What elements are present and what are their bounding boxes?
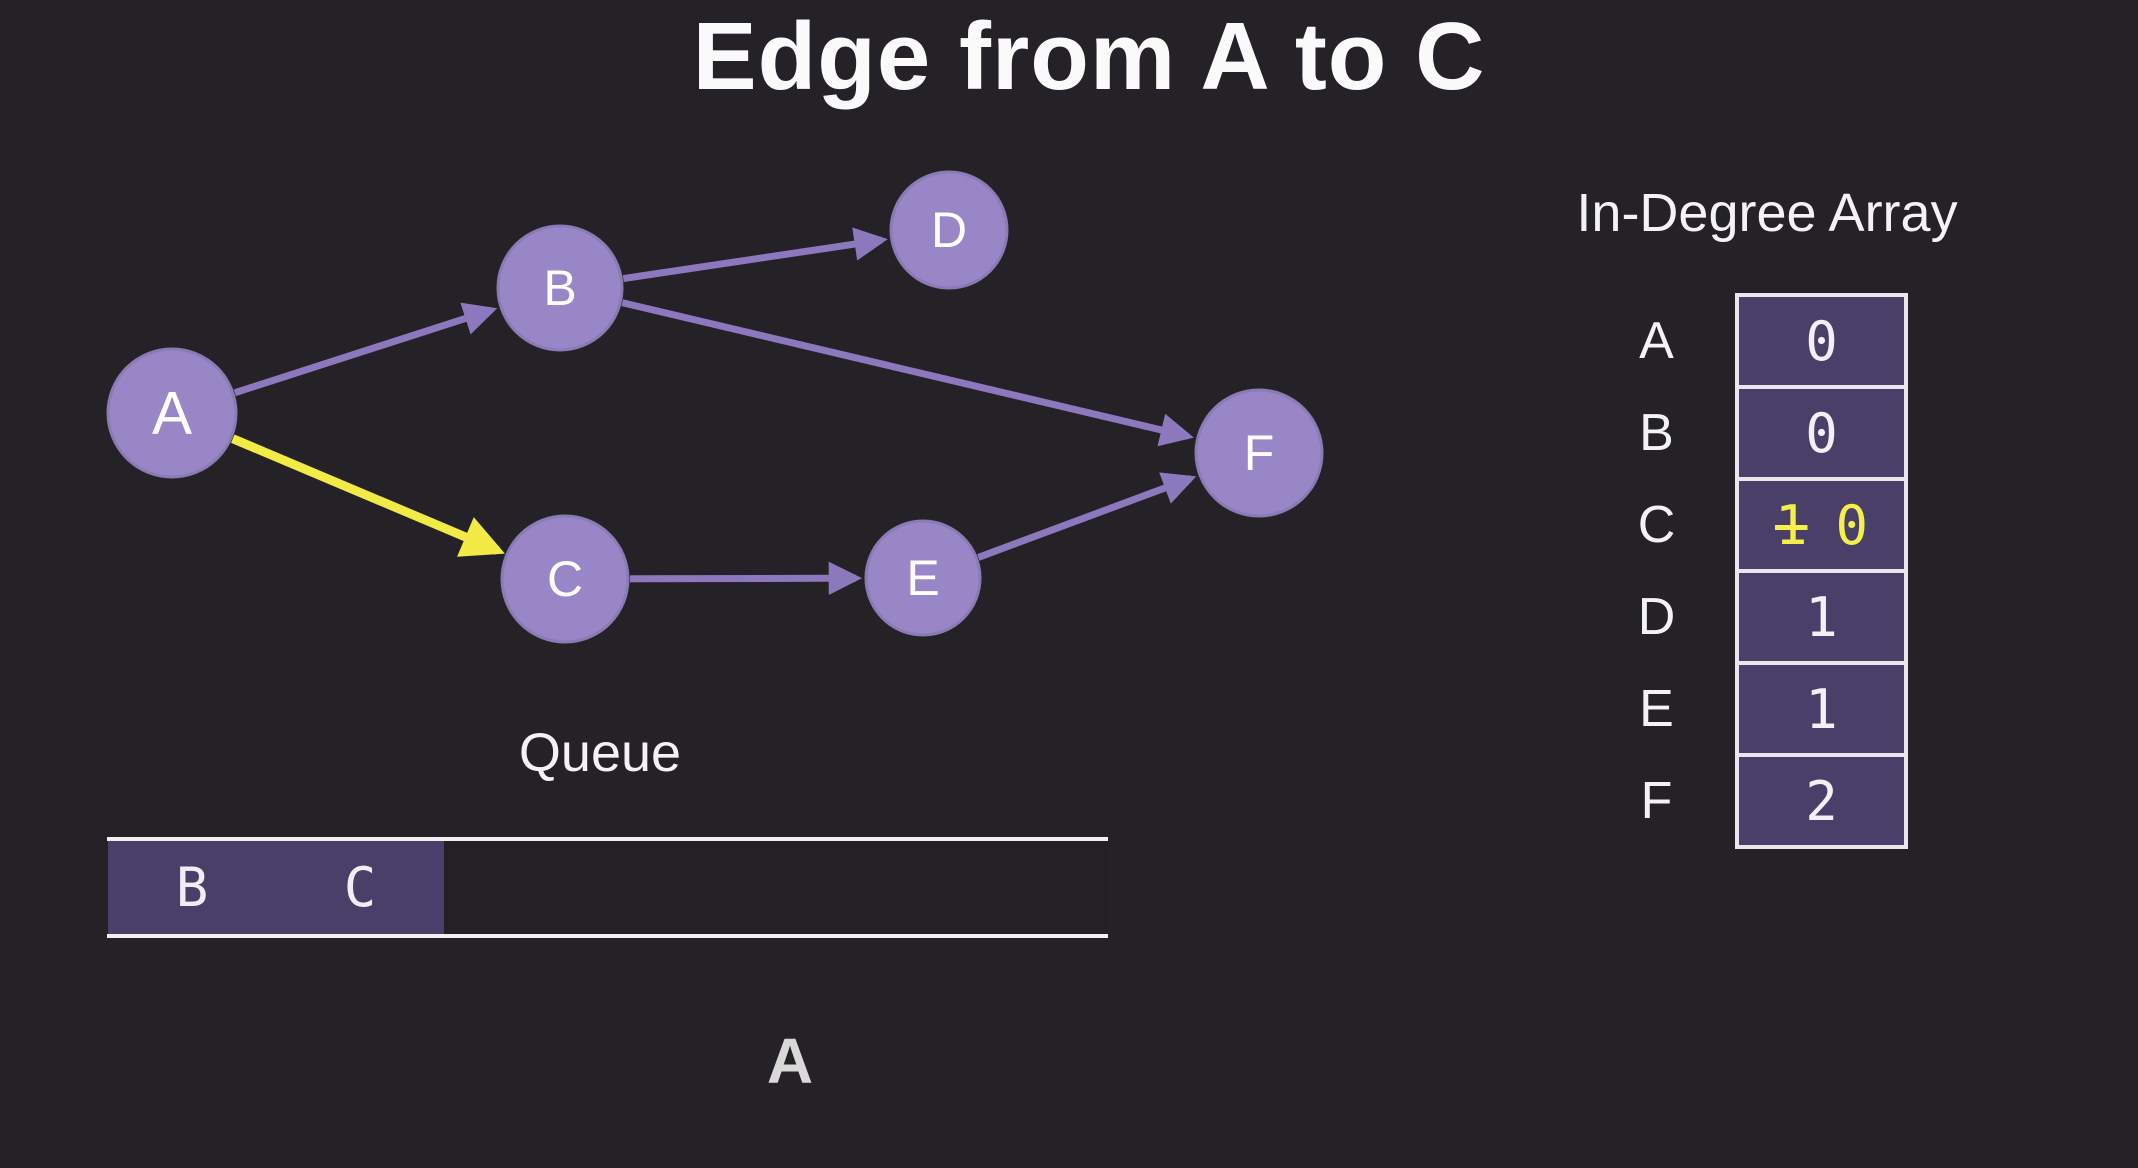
indegree-cell-E: 1 bbox=[1735, 661, 1908, 757]
indegree-cell-A: 0 bbox=[1735, 293, 1908, 389]
indegree-title: In-Degree Array bbox=[1576, 183, 1958, 243]
indegree-old-value-C: 1 bbox=[1774, 493, 1808, 557]
graph-node-label-C: C bbox=[547, 551, 583, 607]
processed-list: A bbox=[690, 1024, 890, 1098]
graph-node-label-D: D bbox=[931, 202, 967, 258]
graph-node-label-E: E bbox=[906, 550, 939, 606]
graph-node-B: B bbox=[496, 224, 624, 352]
graph-node-C: C bbox=[500, 514, 630, 644]
indegree-value-E: 1 bbox=[1805, 677, 1838, 741]
indegree-row-label-E: E bbox=[1639, 680, 1674, 738]
graph-edge-C-E bbox=[629, 561, 863, 595]
indegree-row-label-D: D bbox=[1637, 588, 1676, 646]
graph-node-label-A: A bbox=[152, 380, 192, 447]
graph-node-label-F: F bbox=[1244, 425, 1275, 481]
indegree-row-label-C: C bbox=[1637, 496, 1676, 554]
queue-item-B: B bbox=[175, 856, 209, 919]
indegree-value-B: 0 bbox=[1805, 401, 1838, 465]
graph-edge-E-F bbox=[977, 472, 1197, 561]
indegree-row-label-A: A bbox=[1639, 312, 1674, 370]
processed-item-A: A bbox=[766, 1025, 814, 1097]
indegree-cell-F: 2 bbox=[1735, 753, 1908, 849]
indegree-value-A: 0 bbox=[1805, 309, 1838, 373]
graph-edge-A-B bbox=[233, 302, 498, 397]
graph-edge-B-F bbox=[621, 299, 1194, 447]
indegree-value-F: 2 bbox=[1805, 769, 1838, 833]
indegree-value-D: 1 bbox=[1805, 585, 1838, 649]
graph-node-F: F bbox=[1194, 388, 1324, 518]
slide-title: Edge from A to C bbox=[692, 3, 1486, 110]
indegree-cell-B: 0 bbox=[1735, 385, 1908, 481]
graph-edge-B-D bbox=[622, 227, 888, 283]
graph-node-E: E bbox=[864, 519, 982, 637]
graph-node-A: A bbox=[106, 347, 238, 479]
indegree-row-label-F: F bbox=[1640, 772, 1673, 830]
graph-node-label-B: B bbox=[543, 260, 576, 316]
indegree-row-label-B: B bbox=[1639, 404, 1674, 462]
queue-label: Queue bbox=[518, 723, 682, 783]
indegree-value-C: 0 bbox=[1835, 493, 1869, 557]
queue-item-C: C bbox=[343, 856, 377, 919]
indegree-cell-D: 1 bbox=[1735, 569, 1908, 665]
graph-edge-A-C-highlighted bbox=[231, 434, 505, 557]
graph-node-D: D bbox=[889, 170, 1009, 290]
